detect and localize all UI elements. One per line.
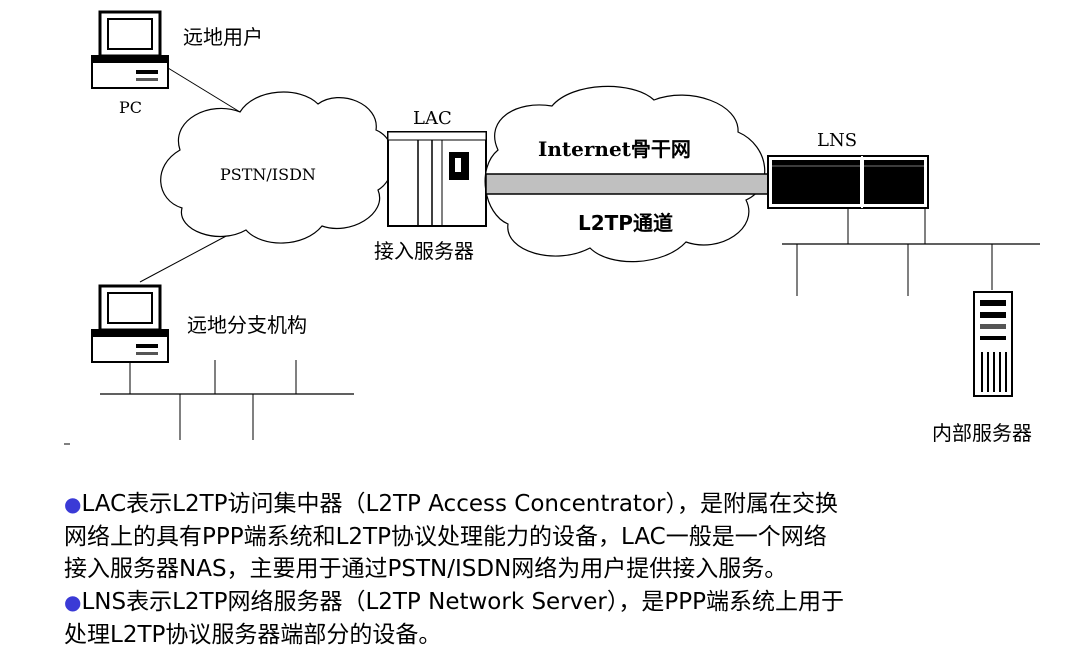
lns-description-line-2: 处理L2TP协议服务器端部分的设备。 — [64, 621, 442, 648]
bullet-icon: ● — [64, 590, 82, 614]
internal-server-icon — [973, 291, 1013, 397]
branch-to-pstn-line — [139, 233, 231, 283]
lns-server-icon — [767, 155, 929, 209]
pc-to-pstn-line — [167, 67, 241, 113]
pc-label: PC — [119, 98, 142, 117]
lns-description-line-1: ●LNS表示L2TP网络服务器（L2TP Network Server），是PP… — [64, 589, 844, 615]
remote-branch-pc-icon — [91, 284, 169, 363]
lac-description-line-1: ●LAC表示L2TP访问集中器（L2TP Access Concentrator… — [64, 491, 838, 517]
l2tp-tunnel-label: L2TP通道 — [578, 211, 673, 235]
pstn-isdn-label: PSTN/ISDN — [220, 165, 316, 184]
lac-description-line-2: 网络上的具有PPP端系统和L2TP协议处理能力的设备，LAC一般是一个网络 — [64, 523, 827, 550]
lac-description-line-3: 接入服务器NAS，主要用于通过PSTN/ISDN网络为用户提供接入服务。 — [64, 556, 788, 582]
l2tp-tunnel-bar — [485, 173, 771, 195]
lac-server-icon — [387, 131, 487, 227]
lac-description: ●LAC表示L2TP访问集中器（L2TP Access Concentrator… — [64, 488, 1064, 586]
access-server-label: 接入服务器 — [374, 239, 474, 263]
lns-label: LNS — [817, 130, 857, 151]
lac-label: LAC — [413, 108, 452, 129]
pstn-isdn-cloud — [160, 91, 395, 244]
lns-description: ●LNS表示L2TP网络服务器（L2TP Network Server），是PP… — [64, 586, 1064, 651]
internal-server-label: 内部服务器 — [932, 421, 1032, 445]
bullet-icon: ● — [64, 492, 82, 516]
remote-user-label: 远地用户 — [183, 25, 263, 49]
remote-branch-label: 远地分支机构 — [187, 313, 307, 337]
internet-backbone-label: Internet骨干网 — [538, 137, 691, 161]
remote-user-pc-icon — [91, 10, 169, 89]
